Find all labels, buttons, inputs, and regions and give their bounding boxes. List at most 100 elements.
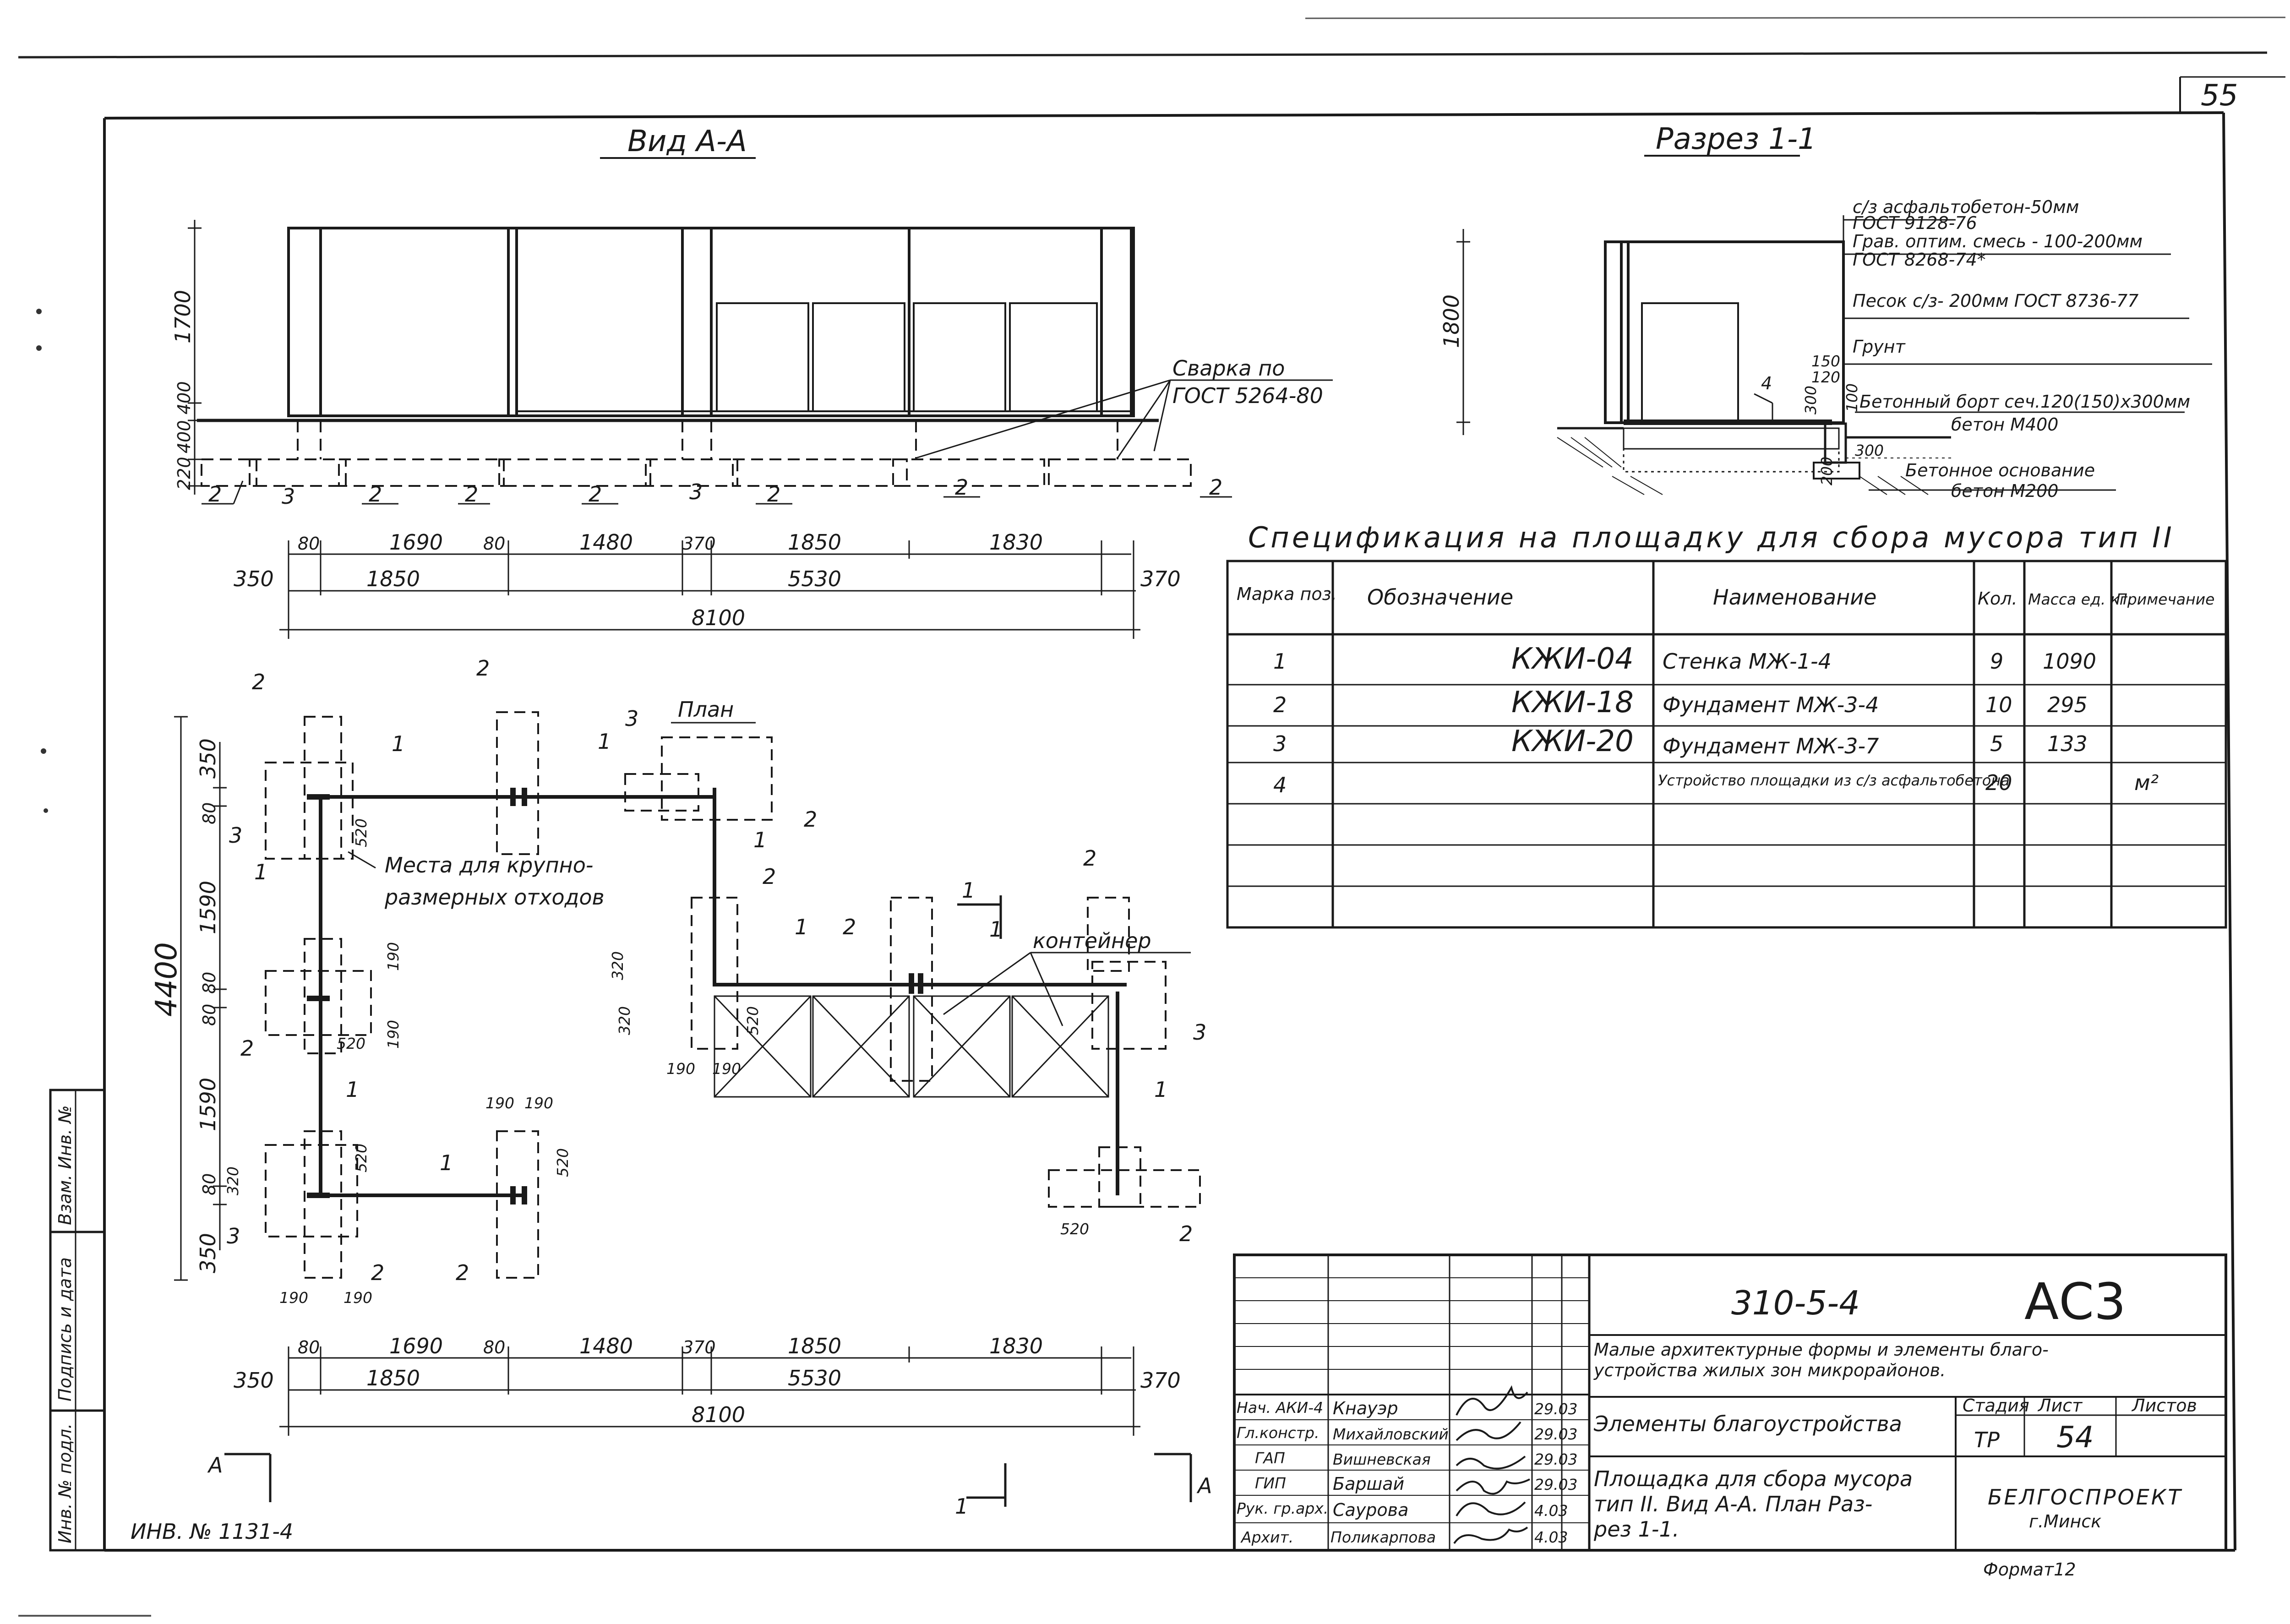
plan-dim-mid-1850: 1850	[366, 1366, 420, 1390]
mark-2: 2	[465, 482, 478, 507]
dim-190c: 190	[666, 1060, 695, 1078]
marker-a-right: А	[1196, 1473, 1212, 1498]
spec-row-mass: 295	[2047, 692, 2088, 717]
mark-2: 2	[955, 475, 968, 500]
container-elevations	[716, 302, 1098, 412]
signature-scribbles	[1453, 1385, 1530, 1544]
mark: 1	[392, 731, 405, 756]
dim-520f: 520	[1060, 1220, 1089, 1238]
border-note-1: Бетонный борт сеч.120(150)х300мм	[1859, 392, 2190, 412]
view-aa-vertical-dims	[188, 220, 202, 495]
tb-org-1: БЕЛГОСПРОЕКТ	[1988, 1485, 2183, 1510]
section-mark-plan: 1	[962, 878, 975, 903]
dim-top-1690: 1690	[389, 530, 443, 555]
sig-date: 29.03	[1534, 1425, 1577, 1443]
tb-stage: ТР	[1974, 1428, 2000, 1452]
tb-col-sheets: Листов	[2131, 1395, 2197, 1416]
plan-dim-top-1690: 1690	[389, 1334, 443, 1358]
sig-role: ГИП	[1255, 1474, 1286, 1492]
mark: 1	[346, 1077, 359, 1102]
plan-left-dims	[174, 716, 227, 1281]
border-note-2: бетон М400	[1951, 414, 2058, 435]
dim-300-v: 300	[1802, 386, 1820, 414]
dim-190f: 190	[524, 1094, 553, 1112]
mark: 3	[227, 1224, 240, 1248]
spec-row-note: м²	[2134, 770, 2159, 795]
layer-gravel-gost: ГОСТ 8268-74*	[1853, 250, 1986, 270]
weld-leaders	[916, 379, 1333, 459]
dim-top-1850: 1850	[788, 530, 841, 555]
plan-marks: 2 2 3 1 1 2 3 1 1 2 1 2 2 2 1 3 1 1 2 2 …	[227, 656, 1206, 1285]
inventory-number: ИНВ. № 1131-4	[131, 1519, 293, 1544]
base-note-1: Бетонное основание	[1905, 460, 2095, 480]
dim-top-1830: 1830	[989, 530, 1043, 555]
section-dim	[1456, 229, 1470, 435]
dim-4400: 4400	[150, 942, 184, 1017]
spec-header-note: Примечание	[2116, 590, 2214, 608]
spec-row-name: Устройство площадки из с/з асфальтобетон…	[1658, 772, 2010, 789]
view-aa-foundations	[201, 420, 1192, 487]
dim-190b: 190	[384, 1020, 402, 1049]
section-marker-plan	[957, 895, 1002, 939]
tb-sheet: 54	[2056, 1421, 2094, 1455]
plan-dim-top-1480: 1480	[579, 1334, 633, 1358]
view-aa-dim-chains	[279, 540, 1140, 639]
sig-role: Гл.констр.	[1237, 1424, 1319, 1442]
spec-row-name: Фундамент МЖ-3-4	[1663, 692, 1879, 717]
stamp-replace-inv: Взам. Инв. №	[55, 1105, 75, 1225]
dim-1700: 1700	[170, 290, 195, 343]
dim-mid-5530: 5530	[788, 567, 841, 591]
sig-date: 29.03	[1534, 1450, 1577, 1468]
dim-520: 520	[352, 818, 370, 847]
dim-mid-370: 370	[1140, 567, 1181, 591]
base-note-2: бетон М200	[1951, 481, 2058, 501]
spec-header-pos: Марка поз.	[1237, 584, 1337, 604]
dim-190d: 190	[712, 1060, 741, 1078]
container-label: контейнер	[1033, 928, 1151, 953]
dim-mid-1850: 1850	[366, 567, 420, 591]
plan-view: План	[150, 656, 1212, 1519]
mark: 2	[456, 1260, 469, 1285]
mark: 1	[440, 1150, 453, 1175]
section-11: Разрез 1-1	[1439, 122, 2212, 501]
view-aa-title: Вид А-А	[627, 125, 747, 158]
mark: 2	[1083, 846, 1096, 871]
mark-2: 2	[1209, 475, 1222, 500]
spec-row-qty: 10	[1985, 692, 2012, 717]
tb-code: 310-5-4	[1731, 1284, 1860, 1322]
tb-sheet-title-2: тип II. Вид А-А. План Раз-	[1594, 1492, 1872, 1516]
tb-project-line1: Малые архитектурные формы и элементы бла…	[1594, 1340, 2049, 1360]
dim-top-80: 80	[298, 534, 320, 554]
dim-100: 100	[1843, 383, 1861, 412]
mark-3: 3	[689, 480, 703, 504]
dim-320: 320	[609, 951, 627, 980]
spec-row-pos: 3	[1273, 731, 1287, 756]
layer-asphalt-gost: ГОСТ 9128-76	[1853, 213, 1977, 233]
dim-190: 190	[384, 942, 402, 971]
mark: 1	[254, 860, 267, 884]
sig-date: 29.03	[1534, 1476, 1577, 1493]
tb-col-stage: Стадия	[1963, 1395, 2029, 1416]
side-stamp	[49, 1089, 106, 1552]
dim-top-80b: 80	[483, 534, 505, 554]
plan-dim-top-1850: 1850	[788, 1334, 841, 1358]
tb-sheet-title-1: Площадка для сбора мусора	[1594, 1466, 1913, 1491]
spec-title: Спецификация на площадку для сбора мусор…	[1248, 521, 2175, 554]
dim-left-80: 80	[199, 802, 219, 824]
mark: 1	[795, 915, 808, 939]
spec-table: Спецификация на площадку для сбора мусор…	[1226, 521, 2227, 929]
dim-left-350b: 350	[196, 1233, 220, 1273]
mark: 3	[625, 706, 638, 731]
dim-top-370: 370	[682, 534, 716, 554]
spec-row-name: Стенка МЖ-1-4	[1663, 649, 1832, 674]
spec-row-designation: КЖИ-04	[1511, 642, 1634, 676]
dim-520c: 520	[352, 1144, 370, 1172]
scan-marks	[36, 309, 48, 813]
dim-left-1590: 1590	[196, 881, 220, 934]
tb-stage-code: АС3	[2024, 1272, 2126, 1331]
sig-name: Баршай	[1333, 1474, 1404, 1494]
spec-row-qty: 20	[1985, 770, 2012, 795]
spec-row-mass: 133	[2047, 731, 2088, 756]
tb-signatories: Нач. АКИ-4 Кнауэр 29.03 Гл.констр. Михай…	[1237, 1398, 1577, 1546]
spec-row-mass: 1090	[2043, 649, 2096, 674]
